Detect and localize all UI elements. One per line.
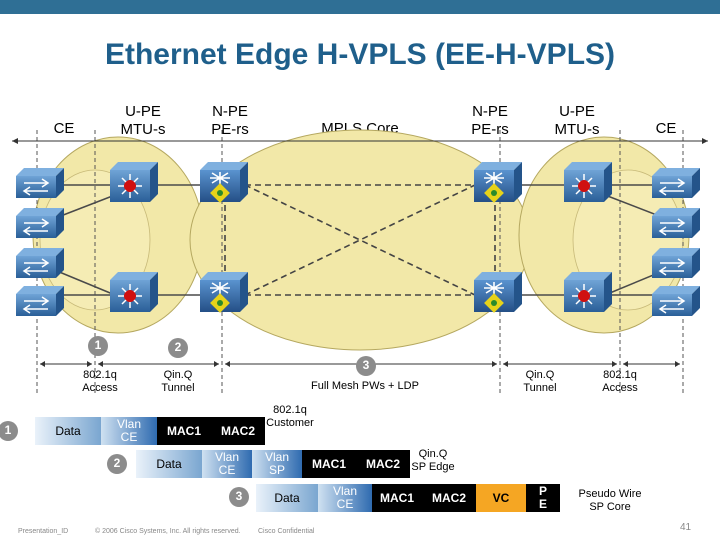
ce-device-right-3 [651, 247, 701, 279]
packet-row-1: Data Vlan CE MAC1 MAC2 [35, 417, 265, 445]
step-marker-2 [168, 338, 188, 358]
segment-access-left: 802.1q Access [82, 369, 118, 394]
upe-switch-right-bottom [563, 271, 613, 313]
packet-data-field: Data [256, 484, 318, 512]
step-marker-1 [88, 336, 108, 356]
header-npe-left: N-PE PE-rs [211, 103, 249, 138]
packet-mac2-field: MAC2 [356, 450, 410, 478]
packet-mac2-field: MAC2 [211, 417, 265, 445]
segment-access-right: 802.1q Access [602, 369, 638, 394]
footer-confidential: Cisco Confidential [258, 528, 315, 535]
footer-presentation-id: Presentation_ID [18, 528, 69, 535]
packet-vlan-ce-field: Vlan CE [202, 450, 252, 478]
row-marker-3: 3 [235, 489, 243, 503]
segment-core: Full Mesh PWs + LDP [311, 380, 419, 392]
row-marker-1: 1 [4, 423, 12, 437]
header-ce-left: CE [53, 120, 75, 137]
step-marker-3 [356, 356, 376, 376]
ce-device-right-4 [651, 285, 701, 317]
step-marker-1-label: 1 [94, 338, 102, 352]
npe-router-left-top [199, 161, 249, 204]
npe-router-left-bottom [199, 271, 249, 314]
header-upe-left: U-PE MTU-s [120, 103, 166, 138]
header-upe-right: U-PE MTU-s [554, 103, 600, 138]
upe-switch-right-top [563, 161, 613, 203]
ce-device-left-4 [15, 285, 65, 317]
ce-device-left-3 [15, 247, 65, 279]
ce-device-right-2 [651, 207, 701, 239]
row-marker-2-bg [107, 454, 127, 474]
packet-mac1-field: MAC1 [157, 417, 211, 445]
packet-mac1-field: MAC1 [302, 450, 356, 478]
footer-copyright: © 2006 Cisco Systems, Inc. All rights re… [95, 528, 241, 535]
packet-data-field: Data [35, 417, 101, 445]
npe-router-right-top [473, 161, 523, 204]
row-2-note: Qin.Q SP Edge [411, 448, 455, 473]
segment-tunnel-right: Qin.Q Tunnel [523, 369, 557, 394]
step-marker-3-label: 3 [362, 358, 370, 372]
step-marker-2-label: 2 [174, 340, 182, 354]
ce-device-left-1 [15, 167, 65, 199]
upe-switch-left-bottom [109, 271, 159, 313]
packet-row-2: Data Vlan CE Vlan SP MAC1 MAC2 [136, 450, 410, 478]
row-3-note: Pseudo Wire SP Core [578, 488, 642, 513]
packet-mac2-field: MAC2 [422, 484, 476, 512]
slide-title: Ethernet Edge H-VPLS (EE-H-VPLS) [104, 38, 616, 71]
npe-router-right-bottom [473, 271, 523, 314]
packet-vlan-ce-field: Vlan CE [101, 417, 157, 445]
packet-row-3: Data Vlan CE MAC1 MAC2 VC P E [256, 484, 560, 512]
row-1-note: 802.1q Customer [266, 404, 314, 429]
ce-device-left-2 [15, 207, 65, 239]
header-npe-right: N-PE PE-rs [471, 103, 509, 138]
packet-mac1-field: MAC1 [372, 484, 422, 512]
packet-vlan-sp-field: Vlan SP [252, 450, 302, 478]
row-marker-1-bg [0, 421, 18, 441]
segment-tunnel-left: Qin.Q Tunnel [161, 369, 195, 394]
packet-vlan-ce-field: Vlan CE [318, 484, 372, 512]
page-number: 41 [680, 522, 692, 533]
packet-data-field: Data [136, 450, 202, 478]
ce-device-right-1 [651, 167, 701, 199]
packet-vc-label: VC [476, 484, 526, 512]
top-banner [0, 0, 720, 14]
upe-switch-left-top [109, 161, 159, 203]
packet-pe-label: P E [526, 484, 560, 512]
row-marker-2: 2 [113, 456, 121, 470]
row-marker-3-bg [229, 487, 249, 507]
header-ce-right: CE [655, 120, 677, 137]
